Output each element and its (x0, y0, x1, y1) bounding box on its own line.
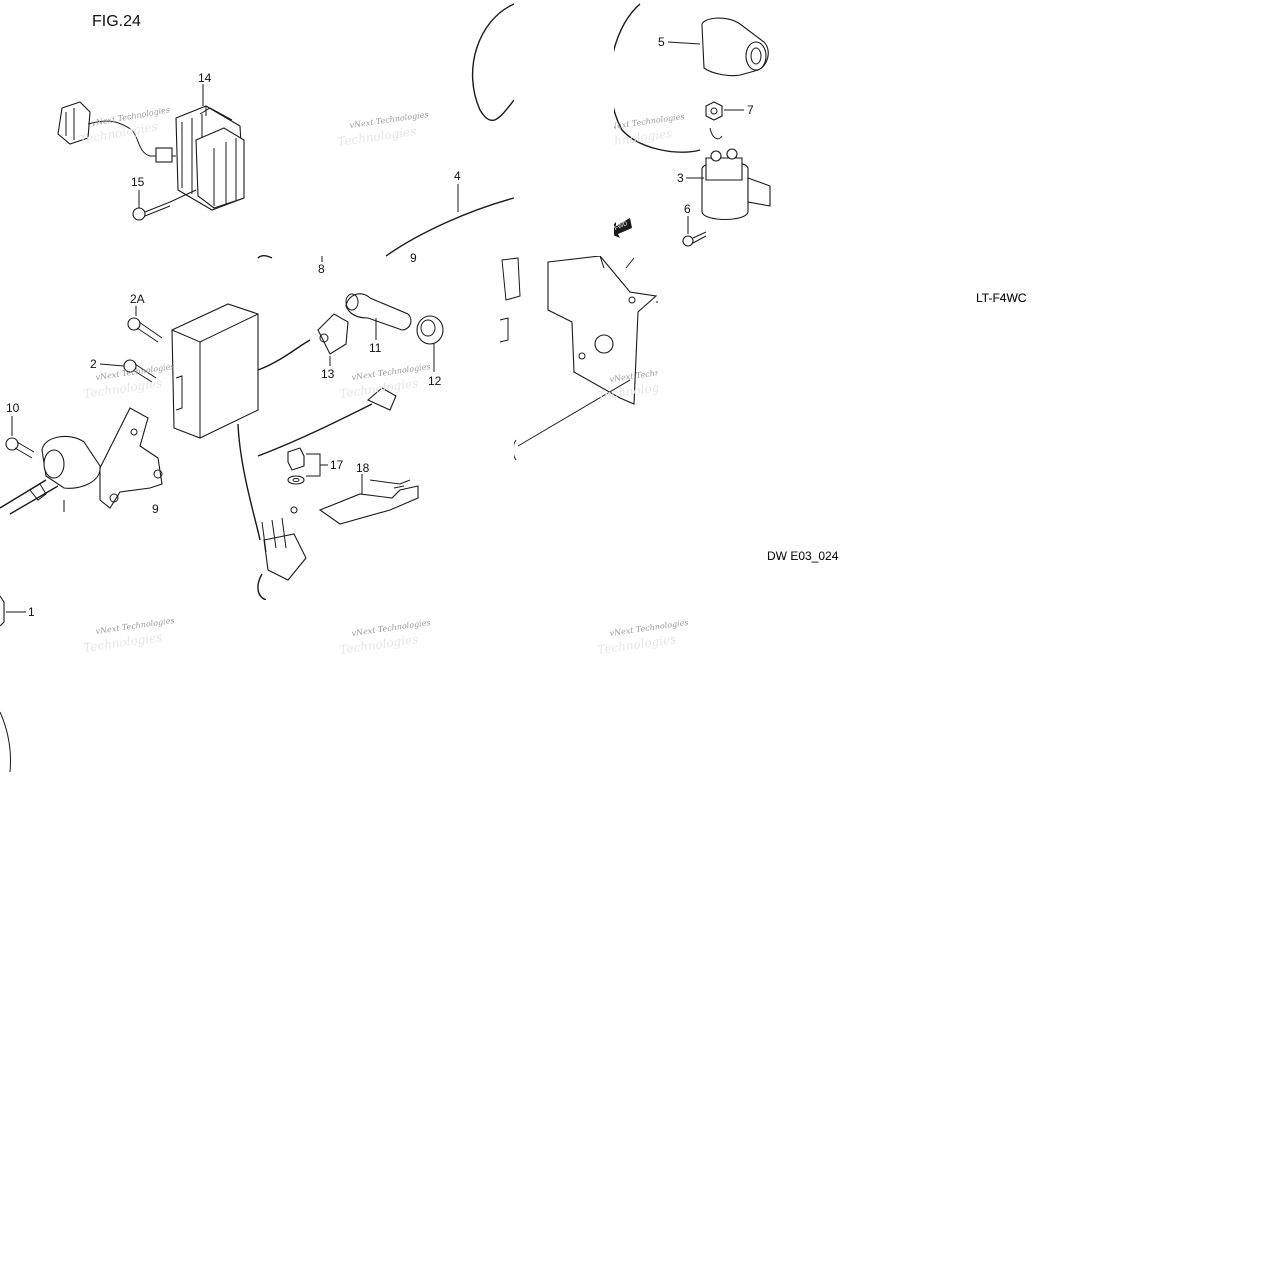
starter-relay-3 (701, 127, 771, 221)
plug-connector (366, 387, 397, 411)
watermark-text: Technologies (82, 376, 163, 401)
relay-cap-5 (701, 17, 769, 77)
harness-segment-a (257, 339, 311, 371)
drawing-code-overlay: DW E03_024 (767, 549, 839, 563)
cdi-unit (171, 303, 259, 439)
harness-top-stub (257, 255, 273, 259)
watermark-text: Technologies (336, 124, 417, 149)
callout-18: 18 (356, 461, 370, 475)
bolt-17 (287, 447, 305, 485)
clamp-18 (318, 479, 419, 525)
ignition-coil (0, 435, 101, 515)
wire-relay-lead (609, 3, 701, 153)
part-1 (0, 595, 5, 627)
grommet-12 (416, 315, 444, 345)
harness-connector (261, 506, 307, 581)
bracket-16 (499, 255, 658, 405)
figure-title: FIG.24 (92, 13, 141, 30)
callout-15: 15 (131, 175, 145, 189)
leader-wire-bracket (517, 379, 631, 447)
callout-17: 17 (330, 458, 344, 472)
bolt-15 (132, 189, 197, 221)
harness-tail (257, 573, 267, 601)
callout-2a: 2A (130, 292, 145, 306)
callout-14: 14 (198, 71, 212, 85)
nut-7 (705, 101, 723, 121)
callout-1: 1 (28, 605, 35, 619)
callout-10: 10 (6, 401, 20, 415)
callout-5: 5 (658, 35, 665, 49)
wire-loop-upper (471, 3, 515, 122)
regulator-rectifier (175, 105, 245, 211)
coil-bracket (99, 407, 163, 509)
boot-13 (317, 313, 349, 355)
bolt-2 (123, 359, 157, 383)
callout-7: 7 (747, 103, 754, 117)
elbow-11 (345, 293, 412, 331)
model-label: LT-F4WC (976, 291, 1027, 305)
regulator-connector (57, 101, 176, 163)
wire-4 (385, 197, 515, 257)
bolt-2a (127, 317, 163, 343)
callout-3: 3 (677, 171, 684, 185)
bolt-10 (5, 437, 35, 459)
callout-4: 4 (454, 169, 461, 183)
callout-11: 11 (369, 341, 382, 355)
callout-2: 2 (90, 357, 97, 371)
harness-segment-b (237, 423, 261, 541)
wire-arc-left (0, 711, 11, 773)
callout-9-bottom: 9 (152, 502, 159, 516)
model-label-overlay: LT-F4WC (976, 291, 1027, 305)
callout-12: 12 (428, 374, 442, 388)
callout-13: 13 (321, 367, 335, 381)
callout-8: 8 (318, 262, 325, 276)
callout-9-top: 9 (410, 251, 417, 265)
harness-segment-c (257, 403, 373, 457)
bolt-6 (682, 231, 707, 247)
fwd-label: FWD (614, 221, 630, 232)
callout-6: 6 (684, 202, 691, 216)
